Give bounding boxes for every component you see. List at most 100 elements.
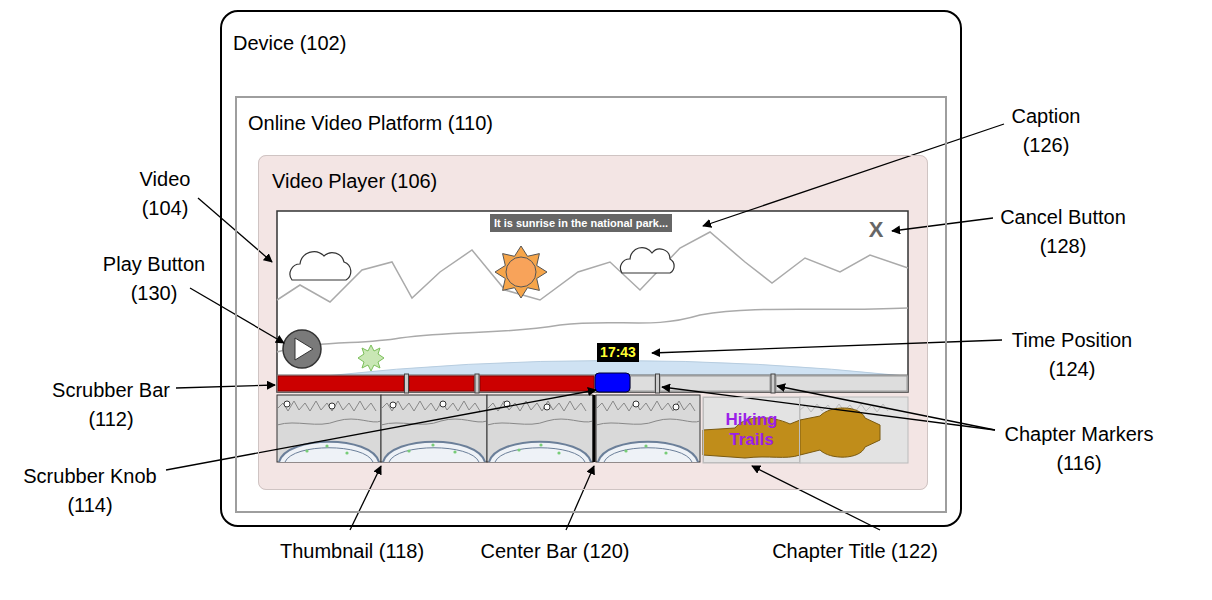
- thumbnail-part-part: [345, 451, 348, 454]
- thumbnail-part-part: [539, 443, 542, 446]
- thumbnail-part-part: [489, 442, 591, 462]
- thumbnail-part-part: [381, 401, 480, 411]
- player-ground: [258, 155, 928, 490]
- thumbnail-part-part: [544, 404, 550, 410]
- thumbnail-part-part: [487, 419, 593, 425]
- thumbnail-part-part: [277, 419, 381, 425]
- thumbnail-part-part: [644, 444, 647, 447]
- scrubber-bar-part: [776, 376, 907, 391]
- platform-box: Online Video Platform (110)Video Player …: [235, 96, 947, 513]
- node-label: Video Player (106): [272, 170, 437, 193]
- scrubber-bar-part: [278, 376, 404, 391]
- thumbnail-part-part: [453, 450, 456, 453]
- scrubber-knob: [595, 373, 630, 392]
- leader-line-part: [566, 466, 594, 530]
- scrubber-bar-part: [480, 376, 594, 391]
- chapter-tile-part: [703, 397, 800, 463]
- chapter-marker-part: [475, 374, 479, 393]
- thumbnail-part-part: [325, 444, 328, 447]
- callout-number: Cancel Button (128): [988, 203, 1138, 261]
- thumbnail-part-part: [664, 451, 667, 454]
- callout-number: Thumbnail (118): [262, 537, 442, 566]
- callout-number: Chapter Markers (116): [994, 420, 1164, 478]
- leader-line-part: [752, 466, 880, 530]
- scrubber-bar-part: [630, 376, 655, 391]
- chapter-title-tile: Hiking Trails: [703, 397, 800, 463]
- leader-line-part: [190, 288, 284, 343]
- callout-number: Time Position (124): [1002, 326, 1142, 384]
- thumbnail-part-part: [381, 395, 487, 462]
- play-button-part: [295, 338, 313, 360]
- video-frame-part: [358, 345, 384, 371]
- thumbnail-part-part: [596, 419, 700, 425]
- callout-number: Scrubber Bar (112): [46, 376, 176, 434]
- thumbnail-part-part: [390, 402, 396, 408]
- thumbnail-part: [596, 395, 700, 462]
- thumbnail-part-part: [633, 401, 639, 407]
- thumbnail-part-part: [277, 401, 376, 411]
- leader-line-part: [703, 124, 1004, 226]
- thumbnail-part-part: [495, 448, 585, 462]
- center-bar: [593, 395, 596, 462]
- scrubber-bar-part: [277, 375, 908, 392]
- thumbnail-part-part: [673, 404, 679, 410]
- play-button: [283, 330, 321, 368]
- video-frame-part: [290, 252, 351, 280]
- thumbnail-part-part: [389, 448, 479, 462]
- node-label: Hiking Trails: [704, 410, 799, 450]
- callout-number: Center Bar (120): [465, 537, 645, 566]
- thumbnail-part-part: [431, 443, 434, 446]
- leader-line-part: [350, 466, 381, 530]
- chapter-marker-part: [405, 374, 409, 393]
- thumbnail-part-part: [407, 449, 410, 452]
- thumbnail-part-part: [305, 449, 308, 452]
- node-label: 17:43: [600, 344, 636, 361]
- node-label: Device (102): [233, 32, 346, 55]
- thumbnail-part-part: [596, 401, 695, 411]
- thumbnail-part: [277, 395, 381, 462]
- play-button-part: [283, 330, 321, 368]
- thumbnail-part-part: [596, 395, 700, 462]
- thumbnail-part: [487, 395, 593, 462]
- thumbnail-part-part: [277, 395, 381, 462]
- node-label: It is sunrise in the national park...: [494, 216, 668, 230]
- callout-number: Caption (126): [1001, 102, 1091, 160]
- leader-line-part: [176, 385, 275, 388]
- thumbnail-part-part: [487, 401, 586, 411]
- leader-line-part: [166, 390, 596, 470]
- chapter-tile: [703, 397, 908, 463]
- leader-line-part: [652, 340, 1002, 353]
- video-frame: [277, 211, 908, 392]
- chapter-tile-part: [800, 408, 880, 457]
- cancel-button: X: [864, 217, 888, 243]
- chapter-marker-part: [656, 374, 660, 393]
- video-frame-part: [620, 248, 674, 273]
- video-frame-part: [495, 246, 547, 298]
- leader-line-part: [777, 386, 995, 430]
- device-box: Device (102) Online Video Platform (110)V…: [220, 10, 962, 527]
- thumbnail-part-part: [517, 448, 520, 451]
- thumbnail-part-part: [487, 395, 593, 462]
- scrubber-bar: [277, 375, 908, 392]
- thumbnail-part-part: [624, 449, 627, 452]
- thumbnail-part: [381, 395, 487, 462]
- video-frame-part: [277, 232, 908, 302]
- thumbnail-part-part: [598, 442, 698, 462]
- thumbnail-part-part: [329, 403, 335, 409]
- thumbnail-part-part: [557, 451, 560, 454]
- video-frame-part: [506, 257, 536, 287]
- callout-number: Video (104): [120, 165, 210, 223]
- video-frame-part: [277, 211, 908, 392]
- callout-number: Scrubber Knob (114): [12, 462, 168, 520]
- thumbnail-part-part: [285, 448, 373, 462]
- thumbnail-part-part: [284, 401, 290, 407]
- thumbnail-part-part: [279, 442, 379, 462]
- thumbnail-part-part: [440, 401, 446, 407]
- time-position-box: 17:43: [597, 343, 639, 362]
- video-player-box: Video Player (106) It is sunrise in the n…: [258, 155, 928, 490]
- thumbnail-part-part: [604, 448, 692, 462]
- thumbnail-part-part: [383, 442, 485, 462]
